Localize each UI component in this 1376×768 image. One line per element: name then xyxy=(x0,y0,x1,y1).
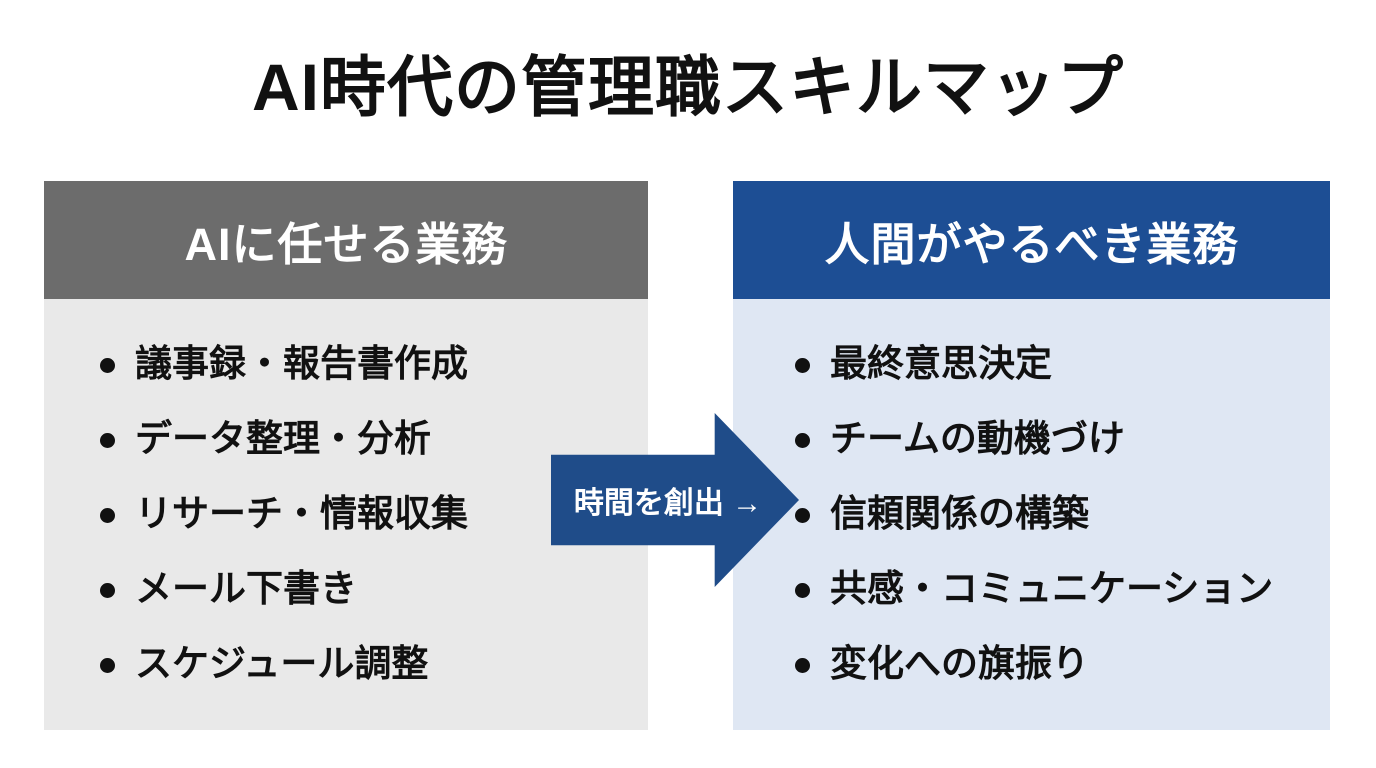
list-item: 最終意思決定 xyxy=(795,345,1330,384)
list-item: リサーチ・情報収集 xyxy=(100,493,648,535)
list-item: メール下書き xyxy=(100,567,648,609)
list-item: スケジュール調整 xyxy=(100,642,648,684)
bullet-icon xyxy=(795,657,810,673)
human-tasks-panel-header: 人間がやるべき業務 xyxy=(733,181,1330,299)
bullet-icon xyxy=(100,582,115,598)
ai-tasks-panel-header: AIに任せる業務 xyxy=(44,181,648,299)
bullet-icon xyxy=(100,358,115,374)
list-item-label: 変化への旗振り xyxy=(830,642,1089,684)
list-item-label: データ整理・分析 xyxy=(135,418,431,460)
list-item: チームの動機づけ xyxy=(795,418,1330,460)
bullet-icon xyxy=(100,657,115,673)
ai-tasks-panel: AIに任せる業務 議事録・報告書作成 データ整理・分析 リサーチ・情報収集 メー… xyxy=(44,181,648,730)
list-item: 共感・コミュニケーション xyxy=(795,567,1330,609)
bullet-icon xyxy=(100,508,115,523)
bullet-icon xyxy=(795,358,810,374)
list-item-label: チームの動機づけ xyxy=(830,418,1125,460)
list-item: 議事録・報告書作成 xyxy=(100,345,648,384)
list-item-label: スケジュール調整 xyxy=(135,642,429,684)
bullet-icon xyxy=(795,433,810,449)
human-tasks-list: 最終意思決定 チームの動機づけ 信頼関係の構築 共感・コミュニケーション 変化へ… xyxy=(733,299,1330,730)
bullet-icon xyxy=(795,508,810,523)
list-item-label: 共感・コミュニケーション xyxy=(830,567,1274,609)
ai-tasks-list: 議事録・報告書作成 データ整理・分析 リサーチ・情報収集 メール下書き スケジュ… xyxy=(44,299,648,730)
arrow-label: 時間を創出 → xyxy=(573,487,763,520)
list-item: 変化への旗振り xyxy=(795,642,1330,684)
bullet-icon xyxy=(100,433,115,449)
list-item-label: 最終意思決定 xyxy=(830,343,1052,385)
list-item-label: 信頼関係の構築 xyxy=(830,493,1089,535)
list-item-label: 議事録・報告書作成 xyxy=(135,343,468,385)
human-tasks-panel: 人間がやるべき業務 最終意思決定 チームの動機づけ 信頼関係の構築 共感・コミュ… xyxy=(733,181,1330,730)
bullet-icon xyxy=(795,582,810,598)
list-item: データ整理・分析 xyxy=(100,418,648,460)
list-item-label: メール下書き xyxy=(135,567,357,609)
list-item: 信頼関係の構築 xyxy=(795,493,1330,535)
list-item-label: リサーチ・情報収集 xyxy=(135,493,468,535)
page-title: AI時代の管理職スキルマップ xyxy=(252,50,1124,124)
